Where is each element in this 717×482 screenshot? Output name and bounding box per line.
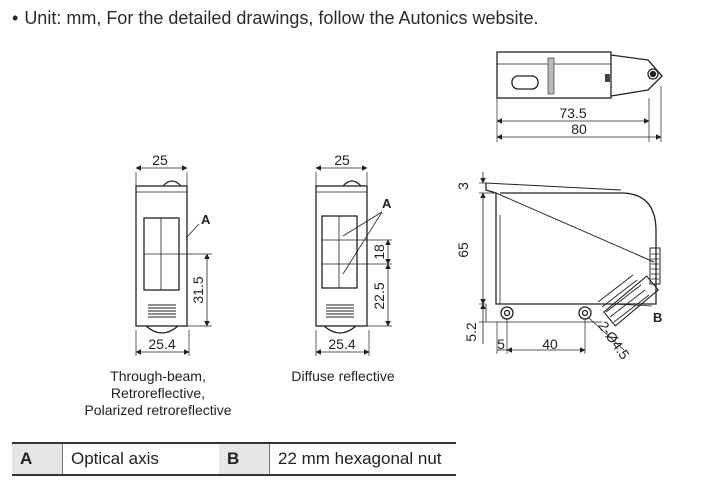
- side-dim-5-2: 5.2: [463, 322, 479, 342]
- legend-row: A Optical axis B 22 mm hexagonal nut: [12, 442, 456, 476]
- legend-key-b: B: [219, 442, 270, 476]
- v2-caption: Diffuse reflective: [291, 368, 394, 384]
- bullet: •: [12, 8, 19, 28]
- dimension-drawing: 73.5 80 25 A 31.5 25.4 Through-beam, Ret…: [84, 51, 663, 418]
- unit-note: Unit: mm, For the detailed drawings, fol…: [24, 8, 539, 28]
- side-dim-40: 40: [542, 336, 558, 352]
- v2-label-a: A: [382, 196, 392, 211]
- v2-dim-18: 18: [371, 244, 387, 260]
- v2-dim-25-4: 25.4: [328, 336, 355, 352]
- v1-dim-25: 25: [152, 152, 168, 168]
- v2-dim-25: 25: [334, 152, 350, 168]
- v1-label-a: A: [201, 212, 211, 227]
- top-dim-80: 80: [571, 121, 587, 137]
- v1-caption-line3: Polarized retroreflective: [84, 402, 231, 418]
- side-dim-5: 5: [497, 336, 505, 352]
- legend-key-a: A: [12, 442, 63, 476]
- header-note: •Unit: mm, For the detailed drawings, fo…: [12, 8, 539, 29]
- legend-value-a: Optical axis: [62, 442, 219, 476]
- legend-table: A Optical axis B 22 mm hexagonal nut: [12, 442, 456, 476]
- v1-dim-31-5: 31.5: [190, 276, 206, 303]
- v1-caption-line1: Through-beam,: [110, 368, 206, 384]
- front-view-through-beam: [135, 165, 212, 356]
- v1-caption-line2: Retroreflective,: [111, 385, 205, 401]
- v2-dim-22-5: 22.5: [371, 282, 387, 309]
- side-dim-65: 65: [455, 242, 471, 258]
- v1-dim-25-4: 25.4: [148, 336, 175, 352]
- top-dim-73-5: 73.5: [559, 105, 586, 121]
- side-view: [479, 172, 661, 354]
- top-view: [496, 51, 663, 142]
- front-view-diffuse: [315, 165, 392, 356]
- legend-value-b: 22 mm hexagonal nut: [269, 442, 456, 476]
- side-label-b: B: [653, 310, 662, 325]
- side-dim-3: 3: [455, 182, 471, 190]
- side-dim-hole-diameter: 2-Ø4.5: [595, 318, 633, 362]
